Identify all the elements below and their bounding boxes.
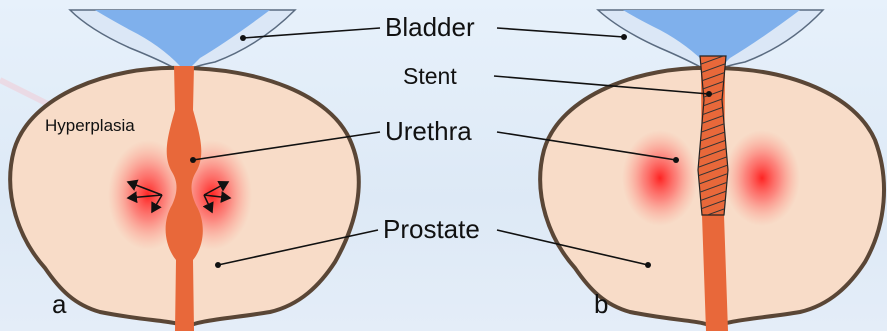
prostate-label: Prostate <box>383 214 480 244</box>
hyperplasia-label: Hyperplasia <box>45 116 135 135</box>
bladder-leader-b <box>497 28 624 37</box>
inflammation-right-b <box>724 130 800 226</box>
panel-a: Hyperplasia a <box>10 10 359 331</box>
panel-b: b <box>540 10 884 331</box>
stent <box>698 56 728 215</box>
panel-a-label: a <box>52 289 67 319</box>
urethra-label: Urethra <box>385 116 472 146</box>
panel-b-label: b <box>594 289 608 319</box>
stent-label: Stent <box>403 63 457 89</box>
bladder-label: Bladder <box>385 12 475 42</box>
inflammation-left-b <box>622 130 698 226</box>
